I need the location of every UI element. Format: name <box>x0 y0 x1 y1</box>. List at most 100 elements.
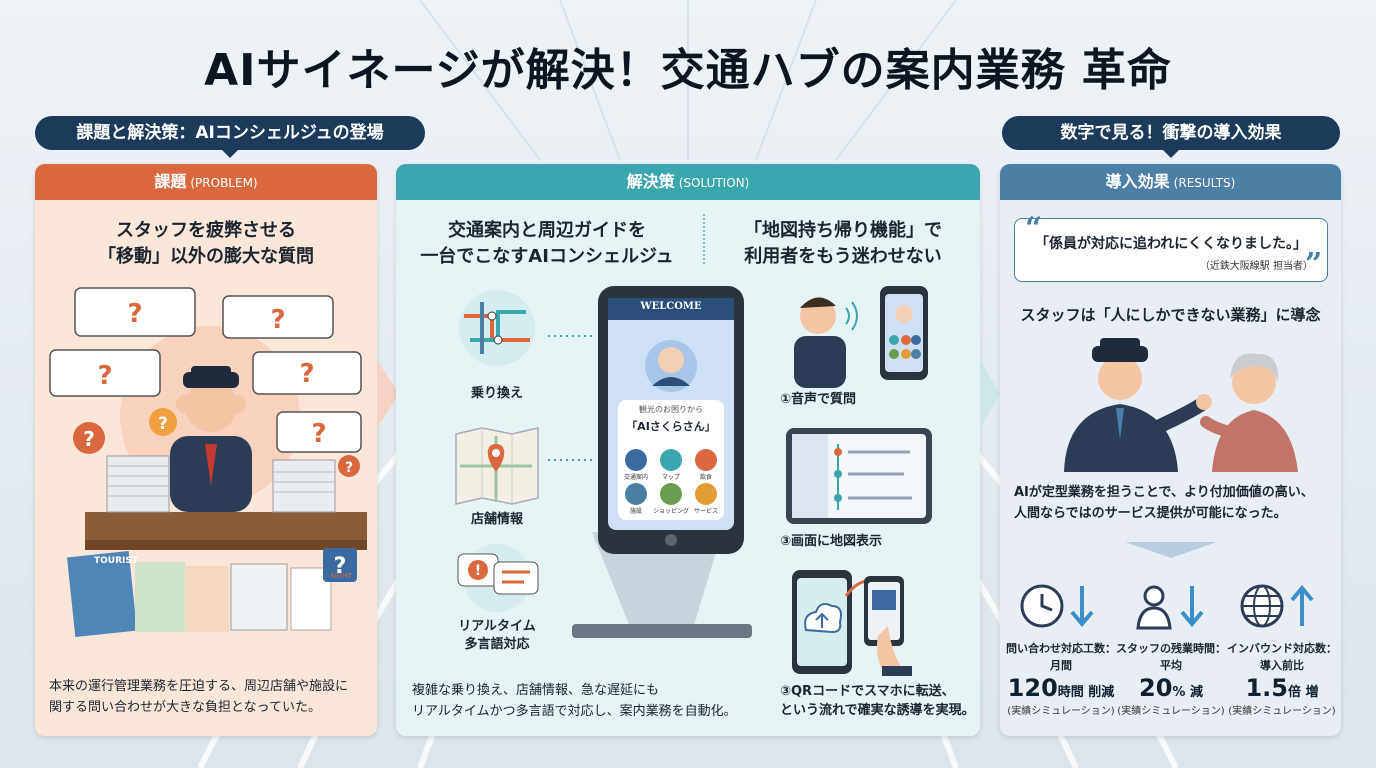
stat-1-label2: 月間 <box>1050 659 1072 672</box>
arrow-down-icon <box>1180 586 1204 628</box>
problem-heading: スタッフを疲弊させる 「移動」以外の膨大な質問 <box>35 218 377 270</box>
stat-icon-group-3 <box>1240 584 1314 628</box>
feature-store-label: 店舗情報 <box>470 512 523 527</box>
problem-body-line2: 関する問い合わせが大きな負担となっていた。 <box>49 700 321 715</box>
cloud-upload-icon <box>804 603 842 634</box>
problem-heading-line1: スタッフを疲弊させる <box>116 220 296 241</box>
problem-illustration: ? ? ? ? ? ? ? ? <box>49 287 367 638</box>
stat-1-label1: 問い合わせ対応工数： <box>1006 642 1116 655</box>
question-icon: ? <box>158 414 168 434</box>
question-icon: ? <box>127 299 142 329</box>
qr-transfer-illustration <box>792 570 912 676</box>
solution-panel: 解決策(SOLUTION) 交通案内と周辺ガイドを 一台でこなすAIコンシェルジ… <box>396 164 980 736</box>
step-qr-label: ③QRコードでスマホに転送、 という流れで確実な誘導を実現。 <box>780 682 976 720</box>
solution-body-line2: リアルタイムかつ多言語で対応し、案内業務を自動化。 <box>412 704 737 719</box>
results-body-line1: AIが定型業務を担うことで、より付加価値の高い、 <box>1014 485 1314 500</box>
solution-panel-header: 解決策(SOLUTION) <box>396 164 980 200</box>
question-icon: ? <box>345 460 353 476</box>
stat-2-label2: 平均 <box>1160 659 1182 672</box>
stat-1-unit: 時間 削減 <box>1057 685 1115 700</box>
kiosk-button-food[interactable]: 飲食 <box>699 474 712 481</box>
question-icon: ? <box>97 361 112 391</box>
feature-multilingual-line1: リアルタイム <box>458 619 536 634</box>
kiosk-button-service[interactable]: サービス <box>693 508 718 515</box>
results-body-line2: 人間ならではのサービス提供が可能になった。 <box>1014 506 1287 521</box>
stat-3-unit: 倍 増 <box>1287 685 1319 700</box>
feature-multilingual-line2: 多言語対応 <box>464 637 530 652</box>
map-pin-icon <box>487 444 505 472</box>
section-pill-problem-solution: 課題と解決策：AIコンシェルジュの登場 <box>35 116 425 158</box>
step-voice-label: ①音声で質問 <box>780 392 857 407</box>
stat-3-label2: 導入前比 <box>1260 659 1304 672</box>
stat-3-label1: インバウンド対応数： <box>1227 642 1337 655</box>
kiosk-ai-name: 「AIさくらさん」 <box>626 420 716 433</box>
arrow-down-icon <box>1070 586 1094 628</box>
question-icon: ? <box>83 427 95 451</box>
quote-source: （近鉄大阪線駅 担当者） <box>1199 261 1313 272</box>
question-icon: ? <box>334 554 347 579</box>
kiosk-button-transit[interactable]: 交通案内 <box>623 474 648 481</box>
problem-heading-line2: 「移動」以外の膨大な質問 <box>98 246 314 267</box>
alert-icon: ! <box>468 560 488 580</box>
stat-2-value-wrap: 20% 減 <box>1116 674 1226 702</box>
step-map-label: ③画面に地図表示 <box>780 534 883 549</box>
results-heading: スタッフは「人にしかできない業務」に導念 <box>1020 306 1321 324</box>
results-head-en: (RESULTS) <box>1173 176 1236 190</box>
solution-heading-a-line1: 交通案内と周辺ガイドを <box>448 220 646 241</box>
stat-inbound: インバウンド対応数： 導入前比 1.5倍 増 (実績シミュレーション) <box>1226 640 1338 717</box>
stat-3-note: (実績シミュレーション) <box>1228 706 1336 717</box>
results-head-label: 導入効果 <box>1105 172 1170 191</box>
person-icon <box>1136 585 1172 630</box>
transit-map-icon <box>459 290 535 366</box>
question-icon: ? <box>299 359 314 389</box>
solution-heading-a: 交通案内と周辺ガイドを 一台でこなすAIコンシェルジュ <box>402 218 692 270</box>
solution-head-en: (SOLUTION) <box>678 176 750 190</box>
problem-panel: 課題(PROBLEM) スタッフを疲弊させる 「移動」以外の膨大な質問 ? ? … <box>35 164 377 736</box>
solution-heading-b-line1: 「地図持ち帰り機能」で <box>744 220 942 241</box>
flow-arrow-1 <box>377 360 399 428</box>
flow-arrow-2 <box>980 360 1000 428</box>
results-panel-header: 導入効果(RESULTS) <box>1000 164 1341 200</box>
kiosk-welcome-text: WELCOME <box>640 301 702 312</box>
clock-icon <box>1020 584 1064 628</box>
stat-2-label1: スタッフの残業時間： <box>1116 642 1226 655</box>
quote-icon: ” <box>1305 247 1323 282</box>
solution-body: 複雑な乗り換え、店舗情報、急な遅延にも リアルタイムかつ多言語で対応し、案内業務… <box>412 680 772 722</box>
tourist-brochure-label: TOURIST <box>94 556 138 566</box>
kiosk-subtitle: 観光のお困りから <box>639 405 703 414</box>
feature-transfer-label: 乗り換え <box>470 386 523 401</box>
stat-inquiry-hours: 問い合わせ対応工数： 月間 120時間 削減 (実績シミュレーション) <box>1006 640 1116 717</box>
feature-multilingual-label: リアルタイム 多言語対応 <box>436 618 558 654</box>
stat-1-value: 120 <box>1007 674 1058 702</box>
heading-divider <box>703 214 705 264</box>
problem-body: 本来の運行管理業務を圧迫する、周辺店舗や施設に 関する問い合わせが大きな負担とな… <box>49 676 369 718</box>
question-icon: ? <box>311 419 326 449</box>
stat-1-note: (実績シミュレーション) <box>1007 706 1115 717</box>
stat-icon-group-2 <box>1136 585 1204 630</box>
svg-text:!: ! <box>475 563 481 579</box>
stat-2-unit: % 減 <box>1172 685 1203 700</box>
quote-icon: “ <box>1025 211 1043 246</box>
quote-text: 「係員が対応に追われにくくなりました。」 <box>1034 236 1308 252</box>
solution-body-line1: 複雑な乗り換え、店舗情報、急な遅延にも <box>412 683 660 698</box>
results-panel: 導入効果(RESULTS) “ 「係員が対応に追われにくくなりました。」 （近鉄… <box>1000 164 1341 736</box>
voice-question-illustration <box>794 286 928 388</box>
solution-heading-b-line2: 利用者をもう迷わせない <box>744 246 942 267</box>
feature-connector-lines <box>548 335 596 461</box>
results-down-chevron <box>1125 542 1217 558</box>
stat-1-value-wrap: 120時間 削減 <box>1006 674 1116 702</box>
kiosk-button-facility[interactable]: 施設 <box>629 508 642 515</box>
solution-head-label: 解決策 <box>626 172 675 191</box>
screen-map-illustration <box>786 428 932 524</box>
problem-body-line1: 本来の運行管理業務を圧迫する、周辺店舗や施設に <box>49 679 349 694</box>
results-body: AIが定型業務を担うことで、より付加価値の高い、 人間ならではのサービス提供が可… <box>1014 482 1334 524</box>
kiosk-button-shopping[interactable]: ショッピング <box>653 508 690 515</box>
quote-box: “ 「係員が対応に追われにくくなりました。」 （近鉄大阪線駅 担当者） ” <box>1014 211 1328 282</box>
solution-heading-a-line2: 一台でこなすAIコンシェルジュ <box>420 246 674 267</box>
problem-panel-header: 課題(PROBLEM) <box>35 164 377 200</box>
multilingual-chat-icon: ! <box>457 544 539 612</box>
stat-3-value-wrap: 1.5倍 増 <box>1226 674 1338 702</box>
kiosk-button-map[interactable]: マップ <box>661 474 680 481</box>
step-qr-line2: という流れで確実な誘導を実現。 <box>780 703 975 718</box>
store-map-icon <box>455 427 539 505</box>
